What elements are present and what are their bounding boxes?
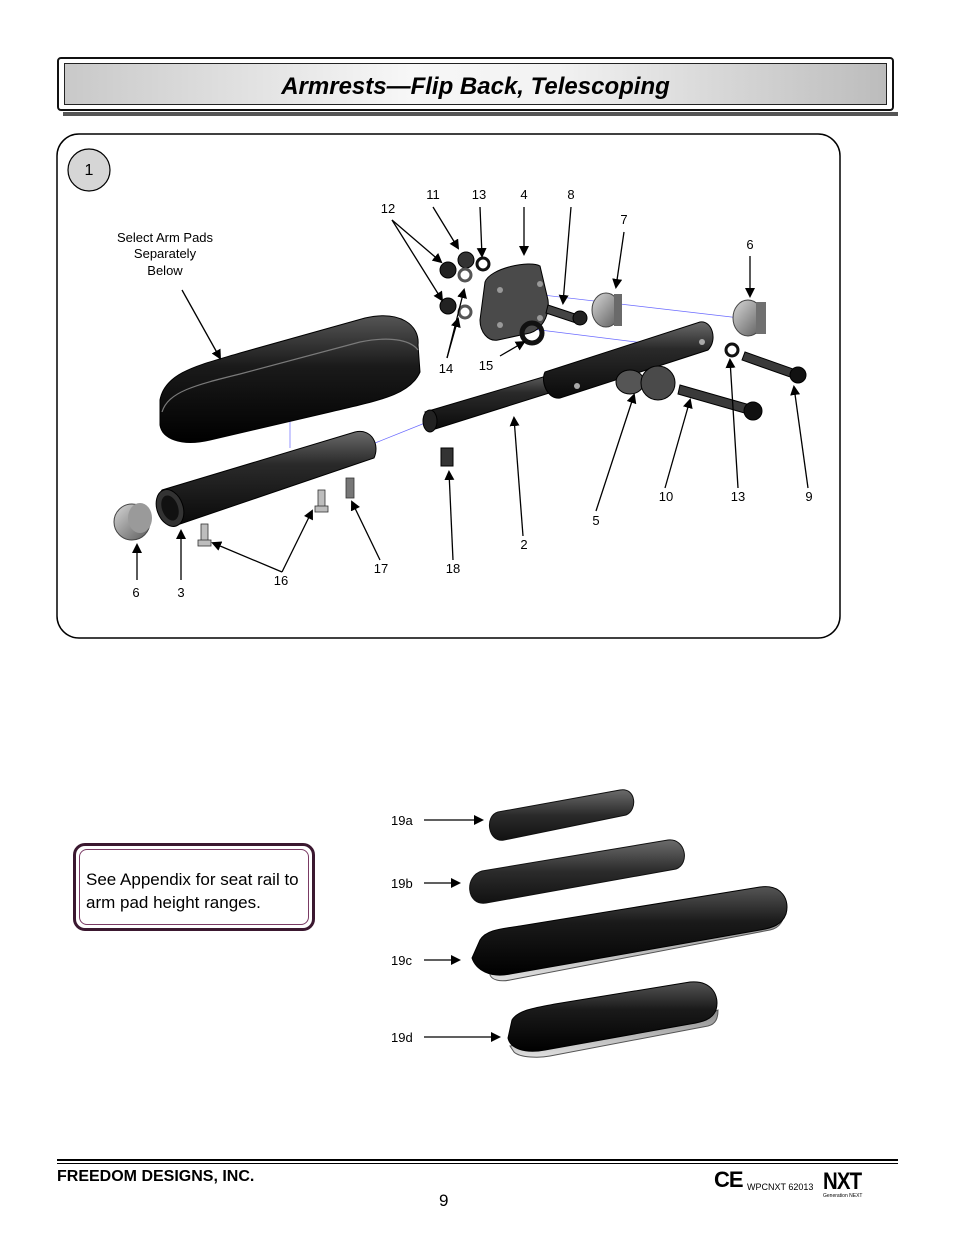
- document-number: WPCNXT 62013: [747, 1182, 814, 1192]
- ce-mark: CE: [714, 1167, 744, 1192]
- label-18: 18: [446, 561, 460, 576]
- step-badge: 1: [67, 148, 111, 192]
- title-bar: Armrests—Flip Back, Telescoping: [57, 57, 898, 116]
- pad-arrows: [424, 815, 501, 1042]
- label-19a: 19a: [391, 813, 413, 828]
- leader-arrows: [132, 206, 809, 580]
- label-3: 3: [177, 585, 184, 600]
- label-10: 10: [659, 489, 673, 504]
- label-14: 14: [439, 361, 453, 376]
- nxt-logo: NXT: [823, 1168, 862, 1195]
- label-8: 8: [567, 187, 574, 202]
- screws-16-17: [197, 477, 355, 547]
- nxt-logo-subtitle: Generation NEXT: [823, 1193, 863, 1199]
- label-6-left: 6: [132, 585, 139, 600]
- label-9: 9: [805, 489, 812, 504]
- pad-19c: [471, 886, 788, 982]
- pad-19d: [507, 981, 719, 1058]
- bolt-9: [741, 351, 807, 384]
- label-16: 16: [274, 573, 288, 588]
- label-6-right: 6: [746, 237, 753, 252]
- label-12: 12: [381, 201, 395, 216]
- pad-19a: [489, 789, 635, 841]
- label-11: 11: [426, 187, 440, 202]
- bracket-part: [479, 263, 549, 341]
- pad-note-line1: Select Arm Pads: [117, 230, 214, 245]
- label-19d: 19d: [391, 1030, 413, 1045]
- lower-tube-part: [155, 430, 377, 527]
- cap-7: [591, 292, 622, 328]
- pivot-5: [615, 365, 676, 401]
- pad-note-line2: Separately: [134, 246, 197, 261]
- end-cap-right-part: [732, 299, 766, 337]
- company-name: FREEDOM DESIGNS, INC.: [57, 1168, 255, 1185]
- bolt-10: [677, 384, 763, 421]
- end-cap-left-part: [113, 503, 152, 541]
- upper-tube-part: [422, 321, 714, 433]
- page-number: 9: [439, 1191, 449, 1210]
- label-19b: 19b: [391, 876, 413, 891]
- washer-13: [724, 342, 740, 358]
- footer-rule: [57, 1159, 898, 1161]
- appendix-note: See Appendix for seat rail to arm pad he…: [86, 870, 299, 912]
- bolt-8: [545, 304, 588, 326]
- figure-frame: [56, 133, 841, 639]
- arm-pad-part: [159, 315, 421, 443]
- appendix-note-box: See Appendix for seat rail to arm pad he…: [73, 843, 315, 931]
- label-4: 4: [520, 187, 527, 202]
- appendix-note-inner: [79, 849, 309, 925]
- label-19c: 19c: [391, 953, 412, 968]
- title-panel: Armrests—Flip Back, Telescoping: [64, 63, 887, 105]
- label-13-top: 13: [472, 187, 486, 202]
- label-15: 15: [479, 358, 493, 373]
- label-17: 17: [374, 561, 388, 576]
- label-5: 5: [592, 513, 599, 528]
- socket-screw-18: [440, 447, 454, 467]
- label-7: 7: [620, 212, 627, 227]
- step-number: 1: [85, 162, 94, 179]
- footer-rule-thin: [57, 1163, 898, 1164]
- label-13-bottom: 13: [731, 489, 745, 504]
- pad-note-line3: Below: [147, 263, 183, 278]
- page-title: Armrests—Flip Back, Telescoping: [281, 73, 670, 100]
- pad-19b: [469, 839, 685, 904]
- label-2: 2: [520, 537, 527, 552]
